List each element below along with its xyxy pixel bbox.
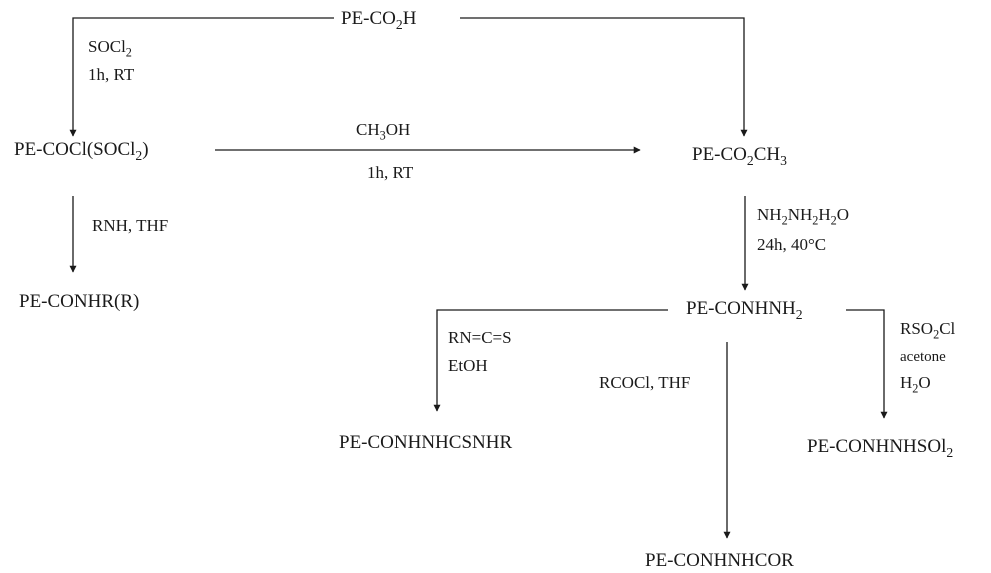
compound-acyl-hydrazide: PE-CONHNHCOR	[645, 550, 794, 571]
compound-sulfonyl-hydrazide: PE-CONHNHSOl2	[807, 436, 954, 460]
arrow-hydrazide-to-sulfonyl-hydrazide	[846, 309, 888, 419]
compound-acid: PE-CO2H	[341, 8, 417, 32]
condition-amidation: RNH, THF	[92, 216, 169, 235]
arrow-acid-to-methyl-ester	[460, 17, 748, 137]
condition-hydrazinolysis-reagent: NH2NH2H2O	[757, 205, 850, 228]
compound-methyl-ester: PE-CO2CH3	[692, 144, 787, 168]
condition-isothiocyanate-solvent: EtOH	[448, 356, 488, 375]
condition-esterification-reagent: CH3OH	[356, 120, 411, 143]
condition-isothiocyanate-reagent: RN=C=S	[448, 328, 512, 347]
compound-thiosemicarbazide: PE-CONHNHCSNHR	[339, 432, 513, 453]
condition-sulfonylation-solvent: acetone	[900, 349, 946, 365]
condition-esterification-time: 1h, RT	[367, 163, 414, 182]
condition-chlorination-time: 1h, RT	[88, 65, 135, 84]
condition-acylation: RCOCl, THF	[599, 373, 691, 392]
arrow-hydrazide-to-thiosemicarbazide	[433, 309, 668, 412]
condition-hydrazinolysis-time: 24h, 40°C	[757, 235, 827, 254]
compound-hydrazide: PE-CONHNH2	[686, 298, 803, 322]
compound-amide: PE-CONHR(R)	[19, 291, 140, 312]
condition-sulfonylation-reagent: RSO2Cl	[900, 319, 956, 342]
condition-chlorination-reagent: SOCl2	[88, 37, 132, 60]
compound-acid-chloride: PE-COCl(SOCl2)	[14, 139, 149, 163]
condition-sulfonylation-water: H2O	[900, 373, 931, 396]
arrow-acid-to-acid-chloride	[69, 17, 334, 137]
